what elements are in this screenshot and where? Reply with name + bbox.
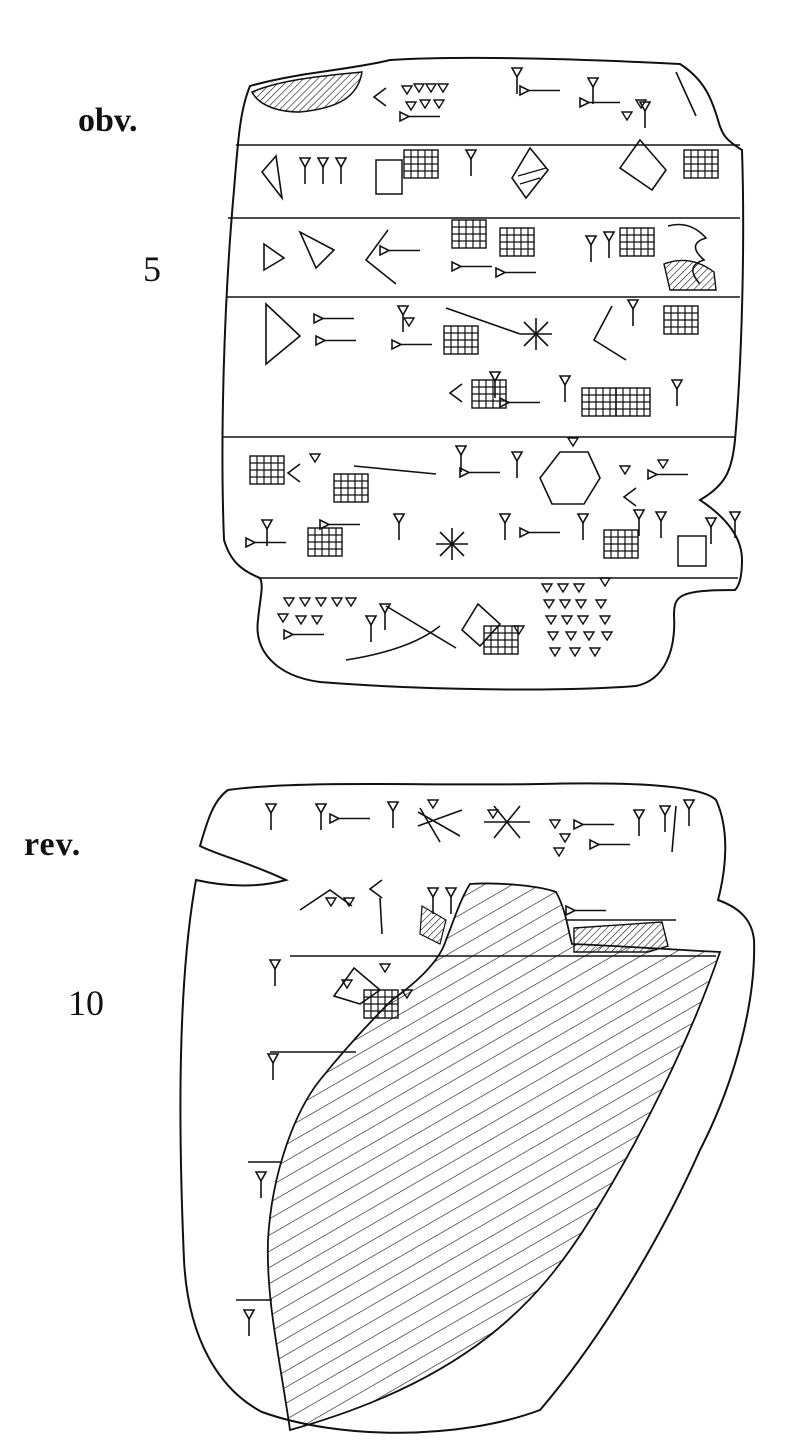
reverse-outline: [179, 782, 756, 1434]
obverse-damage: [250, 71, 363, 113]
obverse-line-6-signs: [245, 509, 741, 567]
reverse-line-5-signs: [255, 1171, 267, 1199]
reverse-line-6-signs: [243, 1309, 255, 1337]
obverse-line-3-signs: [263, 219, 717, 291]
reverse-ruling-lines: [236, 919, 716, 1301]
reverse-line-2-signs: [299, 879, 607, 935]
obverse-line-2-signs: [260, 138, 719, 201]
obverse-surface: [221, 56, 745, 691]
obverse-line-4b-signs: [449, 371, 683, 417]
reverse-damage-chip: [419, 904, 447, 945]
obverse-outline: [221, 56, 745, 691]
reverse-line-1-signs: [265, 799, 695, 857]
obverse-label: obv.: [78, 102, 138, 139]
reverse-surface: [179, 782, 756, 1434]
obverse-line-1-signs: [373, 67, 697, 129]
reverse-damage: [266, 882, 722, 1432]
obverse-line-4-signs: [265, 299, 699, 366]
reverse-label: rev.: [24, 826, 82, 863]
reverse-line-4-signs: [267, 1053, 279, 1081]
reverse-line-3-signs: [269, 959, 413, 1019]
obverse-line-7-signs: [277, 577, 613, 661]
obverse-line-5-signs: [249, 437, 689, 507]
line-number-10: 10: [68, 983, 104, 1023]
reverse-damage-small: [573, 921, 669, 953]
line-number-5: 5: [143, 249, 161, 289]
obverse-ruling-lines: [222, 144, 740, 579]
